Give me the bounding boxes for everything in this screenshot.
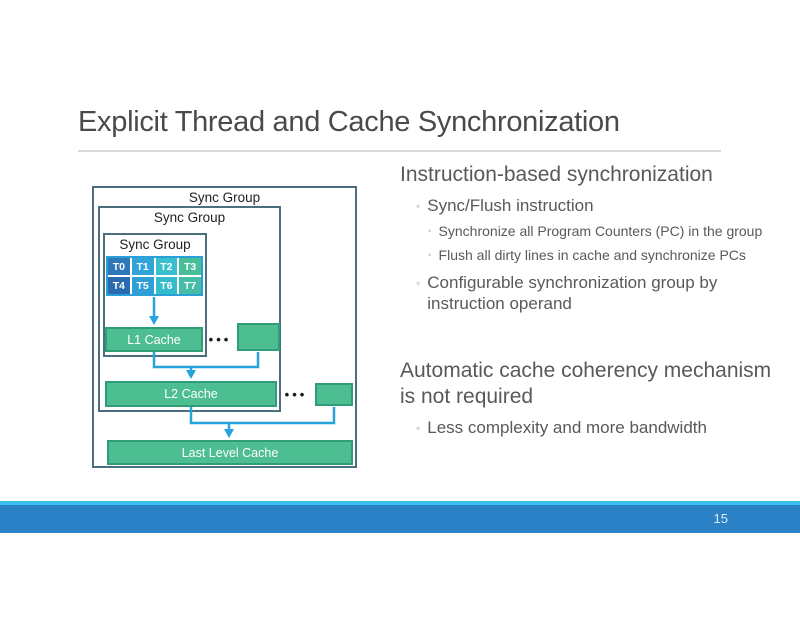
last-level-cache-box: Last Level Cache bbox=[107, 440, 353, 465]
heading-cache-coherency: Automatic cache coherency mechanism is n… bbox=[400, 359, 772, 408]
thread-cell-t6: T6 bbox=[155, 277, 178, 294]
sync-group-inner-label: Sync Group bbox=[119, 237, 191, 252]
slide-title: Explicit Thread and Cache Synchronizatio… bbox=[78, 106, 620, 138]
bullet-sync-flush: ◦ Sync/Flush instruction bbox=[400, 195, 792, 217]
bullet-synchronize-pc: ◦ Synchronize all Program Counters (PC) … bbox=[400, 222, 792, 241]
footer-accent-line bbox=[0, 501, 800, 505]
title-divider bbox=[78, 150, 721, 152]
sync-group-outer-label: Sync Group bbox=[188, 190, 261, 205]
bullet-text: Less complexity and more bandwidth bbox=[427, 418, 707, 437]
heading-instruction-sync: Instruction-based synchronization bbox=[400, 163, 713, 186]
l2-cache-box: L2 Cache bbox=[105, 381, 277, 407]
bullet-marker: ◦ bbox=[416, 421, 421, 435]
bullet-content: Instruction-based synchronization ◦ Sync… bbox=[400, 162, 792, 439]
page-number: 15 bbox=[713, 511, 728, 526]
l1-cache-box: L1 Cache bbox=[105, 327, 203, 352]
thread-cell-t3: T3 bbox=[179, 258, 201, 275]
bullet-marker: ◦ bbox=[416, 276, 421, 290]
thread-cell-t7: T7 bbox=[179, 277, 201, 294]
ellipsis-l2: ••• bbox=[284, 386, 308, 402]
cache-hierarchy-diagram: Sync Group Sync Group Sync Group T0 T1 T… bbox=[92, 186, 357, 468]
sync-group-outer-box: Sync Group bbox=[92, 186, 357, 468]
sibling-l1-cache-box bbox=[237, 323, 280, 351]
bullet-marker: ◦ bbox=[416, 199, 421, 213]
bullet-less-complexity: ◦ Less complexity and more bandwidth bbox=[400, 417, 792, 439]
thread-cell-t5: T5 bbox=[131, 277, 154, 294]
bullet-text: Flush all dirty lines in cache and synch… bbox=[438, 247, 746, 263]
bullet-text: Sync/Flush instruction bbox=[427, 196, 594, 215]
thread-cell-t4: T4 bbox=[108, 277, 130, 294]
thread-cell-t2: T2 bbox=[155, 258, 178, 275]
thread-cell-t0: T0 bbox=[108, 258, 130, 275]
bullet-flush-dirty-lines: ◦ Flush all dirty lines in cache and syn… bbox=[400, 246, 792, 265]
bullet-configurable-group: ◦ Configurable synchronization group by … bbox=[400, 272, 792, 314]
thread-cell-t1: T1 bbox=[131, 258, 154, 275]
footer-bar bbox=[0, 505, 800, 533]
sibling-l2-cache-box bbox=[315, 383, 353, 406]
bullet-text: Configurable synchronization group by in… bbox=[427, 273, 718, 313]
ellipsis-l1: ••• bbox=[208, 332, 232, 347]
sync-group-middle-label: Sync Group bbox=[153, 210, 226, 225]
sync-group-middle-box: Sync Group bbox=[98, 206, 281, 412]
bullet-text: Synchronize all Program Counters (PC) in… bbox=[438, 223, 763, 239]
bullet-marker: ◦ bbox=[428, 250, 432, 261]
thread-grid: T0 T1 T2 T3 T4 T5 T6 T7 bbox=[106, 256, 203, 296]
bullet-marker: ◦ bbox=[428, 226, 432, 237]
